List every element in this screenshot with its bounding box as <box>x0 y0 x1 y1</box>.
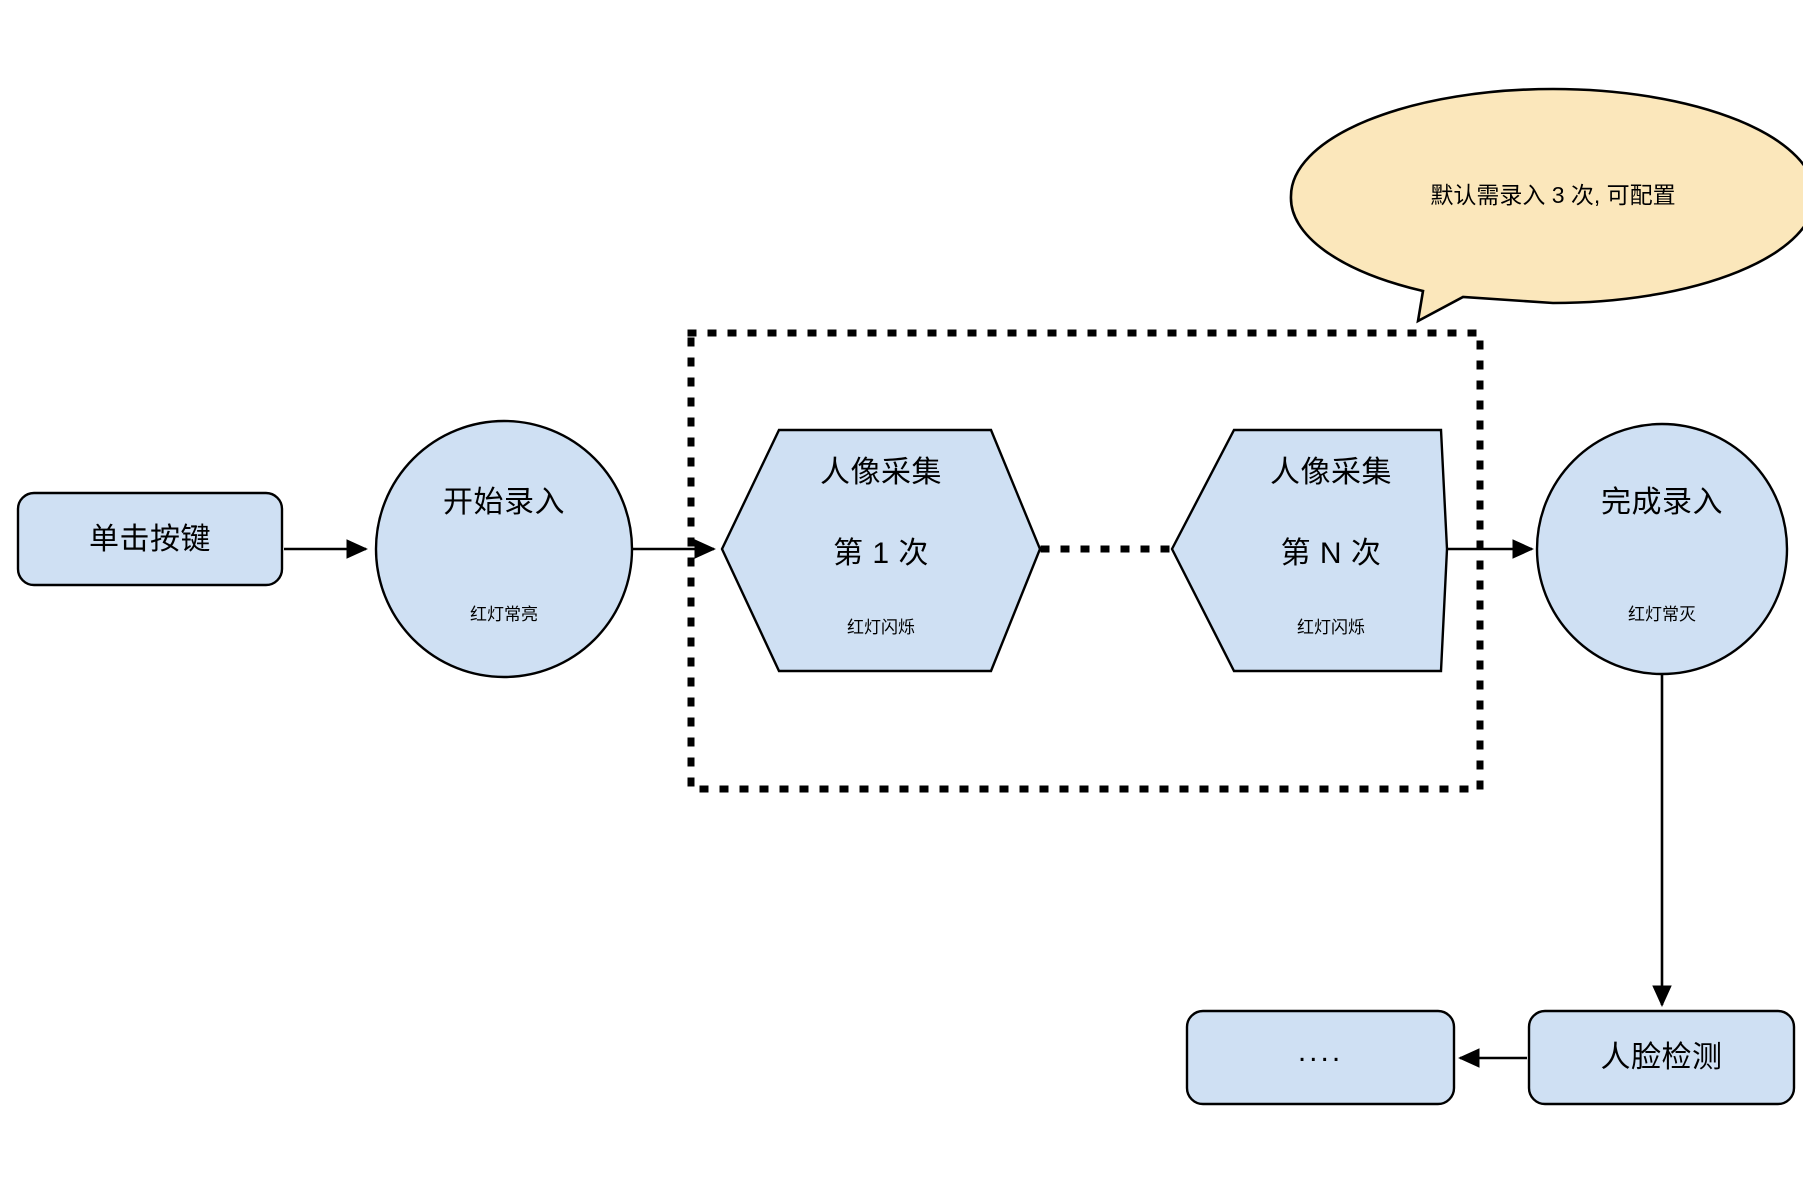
node-click-button[interactable] <box>16 491 284 587</box>
capture-loop-group-box <box>687 329 1484 793</box>
node-face-detect[interactable] <box>1527 1009 1796 1106</box>
node-finish-enroll[interactable] <box>1535 422 1789 676</box>
node-capture-first[interactable] <box>720 428 1042 673</box>
callout-bubble <box>1289 87 1803 324</box>
node-more-steps[interactable] <box>1185 1009 1456 1106</box>
node-start-enroll[interactable] <box>374 419 634 679</box>
node-capture-nth[interactable] <box>1170 428 1449 673</box>
